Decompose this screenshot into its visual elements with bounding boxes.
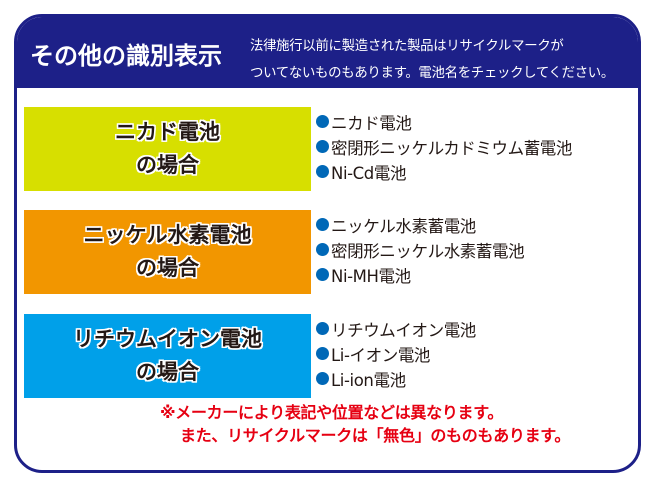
list-item: 密閉形ニッケル水素蓄電池 — [316, 237, 525, 262]
list-item: ニカド電池 — [316, 109, 572, 134]
list-item: Li-イオン電池 — [316, 341, 476, 366]
section-label: リチウムイオン電池 — [73, 327, 262, 351]
footnote-line: ※メーカーにより表記や位置などは異なります。 — [160, 403, 504, 422]
bullet-icon — [316, 347, 329, 360]
list-item-text: Ni-Cd電池 — [331, 163, 407, 183]
list-item-text: 密閉形ニッケル水素蓄電池 — [331, 241, 525, 261]
list-item: リチウムイオン電池 — [316, 316, 476, 341]
bullet-icon — [316, 268, 329, 281]
list-item-text: Li-イオン電池 — [331, 345, 431, 365]
section-label-suffix: の場合 — [136, 360, 199, 384]
list-item-text: Li-ion電池 — [331, 370, 406, 390]
liion-label-box: リチウムイオン電池 の場合 — [24, 314, 311, 398]
footnote: ※メーカーにより表記や位置などは異なります。 また、リサイクルマークは「無色」の… — [160, 401, 570, 447]
panel-header: その他の識別表示 法律施行以前に製造された製品はリサイクルマークが ついてないも… — [17, 17, 638, 88]
nimh-name-list: ニッケル水素蓄電池 密閉形ニッケル水素蓄電池 Ni-MH電池 — [316, 212, 525, 287]
liion-name-list: リチウムイオン電池 Li-イオン電池 Li-ion電池 — [316, 316, 476, 391]
bullet-icon — [316, 322, 329, 335]
footnote-line: また、リサイクルマークは「無色」のものもあります。 — [180, 426, 571, 445]
list-item: Li-ion電池 — [316, 366, 476, 391]
bullet-icon — [316, 140, 329, 153]
list-item: 密閉形ニッケルカドミウム蓄電池 — [316, 134, 572, 159]
list-item-text: リチウムイオン電池 — [331, 320, 476, 340]
nicd-label-box: ニカド電池 の場合 — [24, 107, 311, 191]
header-description-line: 法律施行以前に製造された製品はリサイクルマークが — [250, 39, 564, 54]
header-description-line: ついてないものもあります。電池名をチェックしてください。 — [250, 66, 614, 81]
list-item-text: ニッケル水素蓄電池 — [331, 216, 476, 236]
bullet-icon — [316, 372, 329, 385]
section-label: ニッケル水素電池 — [83, 223, 252, 247]
list-item-text: Ni-MH電池 — [331, 266, 411, 286]
list-item: Ni-MH電池 — [316, 262, 524, 287]
list-item: Ni-Cd電池 — [316, 159, 572, 184]
bullet-icon — [316, 115, 329, 128]
section-label: ニカド電池 — [115, 120, 220, 144]
nimh-label-box: ニッケル水素電池 の場合 — [24, 210, 311, 294]
nicd-name-list: ニカド電池 密閉形ニッケルカドミウム蓄電池 Ni-Cd電池 — [316, 109, 572, 184]
bullet-icon — [316, 218, 329, 231]
bullet-icon — [316, 165, 329, 178]
list-item: ニッケル水素蓄電池 — [316, 212, 524, 237]
list-item-text: ニカド電池 — [331, 113, 412, 133]
section-label-suffix: の場合 — [136, 256, 199, 280]
list-item-text: 密閉形ニッケルカドミウム蓄電池 — [331, 138, 573, 158]
section-label-suffix: の場合 — [136, 153, 199, 177]
bullet-icon — [316, 243, 329, 256]
header-description: 法律施行以前に製造された製品はリサイクルマークが ついてないものもあります。電池… — [250, 33, 614, 87]
panel-title: その他の識別表示 — [30, 42, 222, 70]
